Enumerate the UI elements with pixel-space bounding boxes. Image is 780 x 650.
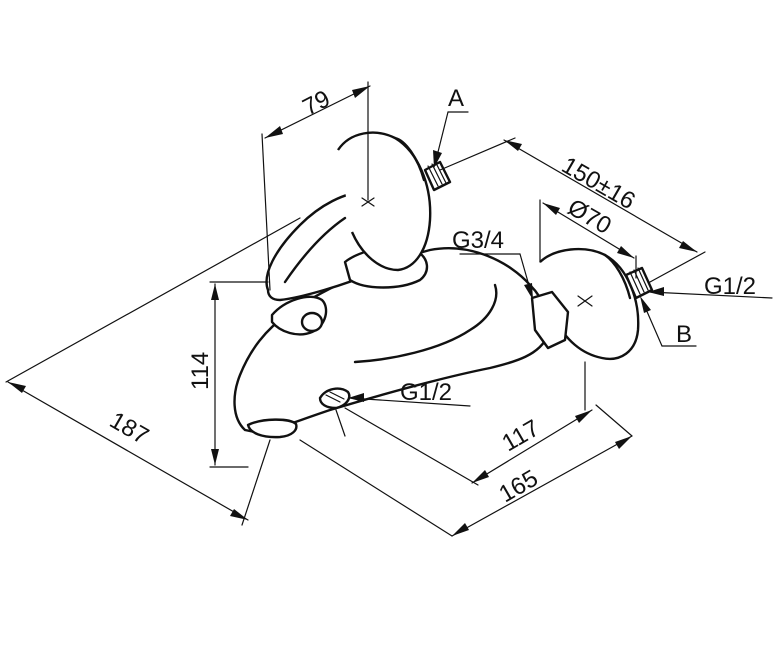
callout-a-label: A	[448, 85, 464, 112]
dim-79-label: 79	[298, 85, 334, 121]
callout-a: A	[433, 85, 469, 168]
dimension-165: 165	[299, 404, 633, 537]
right-axis-mark	[577, 295, 593, 307]
spout-outlet	[246, 418, 298, 439]
diverter-cap	[300, 311, 324, 333]
callout-b: B	[640, 296, 697, 348]
dimension-114: 114	[187, 281, 269, 468]
left-rosette-edge	[393, 136, 426, 182]
g12-bottom-label: G1/2	[400, 379, 452, 406]
left-rosette	[337, 131, 432, 272]
left-connector-thread	[423, 160, 452, 192]
dim-187-label: 187	[105, 407, 153, 450]
dim-117-label: 117	[498, 415, 545, 458]
thread-label-g34: G3/4	[452, 227, 533, 300]
g34-label: G3/4	[452, 227, 504, 254]
dim-114-label: 114	[187, 352, 214, 390]
right-rosette-edge	[603, 253, 632, 300]
dim-165-label: 165	[495, 465, 543, 508]
body-connector-nut	[530, 290, 570, 350]
lever-highlight	[283, 216, 347, 284]
faucet-body	[233, 131, 654, 439]
thread-label-g12-bottom: G1/2	[335, 379, 471, 437]
left-axis-mark	[361, 197, 375, 207]
callout-b-label: B	[676, 321, 692, 348]
bottom-outlet	[318, 387, 351, 410]
body-contour	[353, 283, 498, 364]
thread-label-g12-right: G1/2	[648, 273, 773, 300]
g12-right-label: G1/2	[704, 273, 756, 300]
